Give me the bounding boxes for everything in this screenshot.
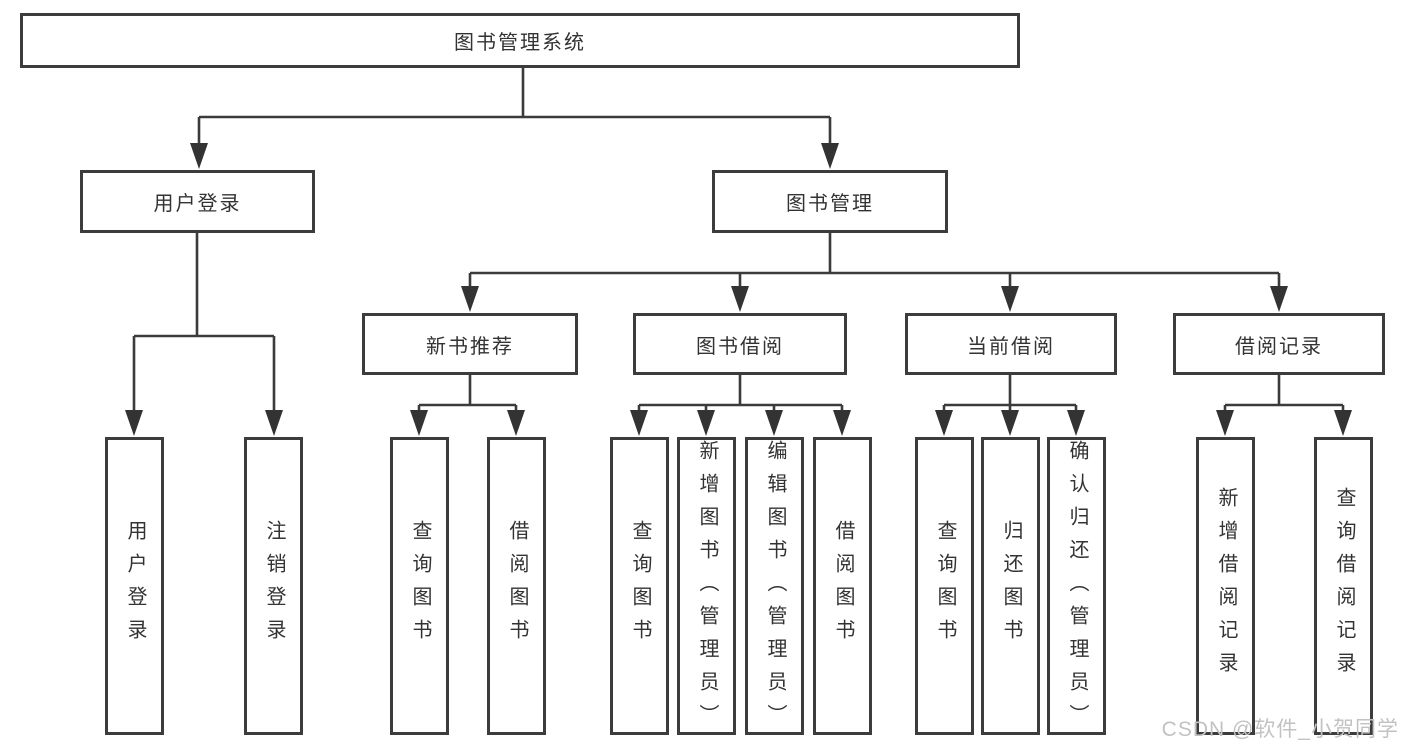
node-book-management-label: 图书管理 (786, 193, 874, 215)
leaf-borrow-books-label: 借阅图书 (832, 520, 854, 652)
leaf-logout: 注销登录 (244, 437, 303, 735)
leaf-borrow-books: 借阅图书 (813, 437, 872, 735)
node-book-borrow-label: 图书借阅 (696, 335, 784, 358)
node-borrow-records-label: 借阅记录 (1235, 335, 1323, 358)
leaf-add-books-admin-label: 新增图书（管理员） (696, 440, 718, 737)
node-book-borrow: 图书借阅 (633, 313, 847, 375)
leaf-logout-label: 注销登录 (263, 520, 285, 652)
leaf-add-borrow-record: 新增借阅记录 (1196, 437, 1255, 735)
leaf-edit-books-admin-label: 编辑图书（管理员） (764, 440, 786, 737)
node-user-login: 用户登录 (80, 170, 315, 233)
leaf-edit-books-admin: 编辑图书（管理员） (745, 437, 804, 737)
leaf-user-login: 用户登录 (105, 437, 164, 735)
node-book-management: 图书管理 (712, 170, 948, 233)
leaf-query-books-current: 查询图书 (915, 437, 974, 735)
node-root: 图书管理系统 (20, 13, 1020, 68)
leaf-confirm-return-admin-label: 确认归还（管理员） (1066, 440, 1088, 737)
node-user-login-label: 用户登录 (153, 193, 242, 215)
node-new-book-recommend-label: 新书推荐 (426, 335, 514, 358)
node-root-label: 图书管理系统 (454, 32, 586, 54)
node-borrow-records: 借阅记录 (1173, 313, 1385, 375)
node-current-borrow: 当前借阅 (905, 313, 1117, 375)
leaf-query-books-current-label: 查询图书 (934, 520, 956, 652)
leaf-query-books-borrow: 查询图书 (610, 437, 669, 735)
leaf-borrow-books-recommend-label: 借阅图书 (506, 520, 528, 652)
leaf-return-books: 归还图书 (981, 437, 1040, 735)
arrowhead-icons (125, 143, 1352, 436)
leaf-query-books-recommend-label: 查询图书 (409, 520, 431, 652)
leaf-return-books-label: 归还图书 (1000, 520, 1022, 652)
leaf-query-books-recommend: 查询图书 (390, 437, 449, 735)
leaf-query-books-borrow-label: 查询图书 (629, 520, 651, 652)
leaf-add-borrow-record-label: 新增借阅记录 (1215, 487, 1237, 685)
leaf-query-borrow-record: 查询借阅记录 (1314, 437, 1373, 735)
leaf-query-borrow-record-label: 查询借阅记录 (1333, 487, 1355, 685)
csdn-watermark: CSDN @软件_小贺同学 (1161, 718, 1399, 741)
node-current-borrow-label: 当前借阅 (967, 335, 1055, 358)
node-new-book-recommend: 新书推荐 (362, 313, 578, 375)
leaf-confirm-return-admin: 确认归还（管理员） (1047, 437, 1106, 737)
leaf-user-login-label: 用户登录 (124, 520, 146, 652)
leaf-borrow-books-recommend: 借阅图书 (487, 437, 546, 735)
leaf-add-books-admin: 新增图书（管理员） (677, 437, 736, 737)
